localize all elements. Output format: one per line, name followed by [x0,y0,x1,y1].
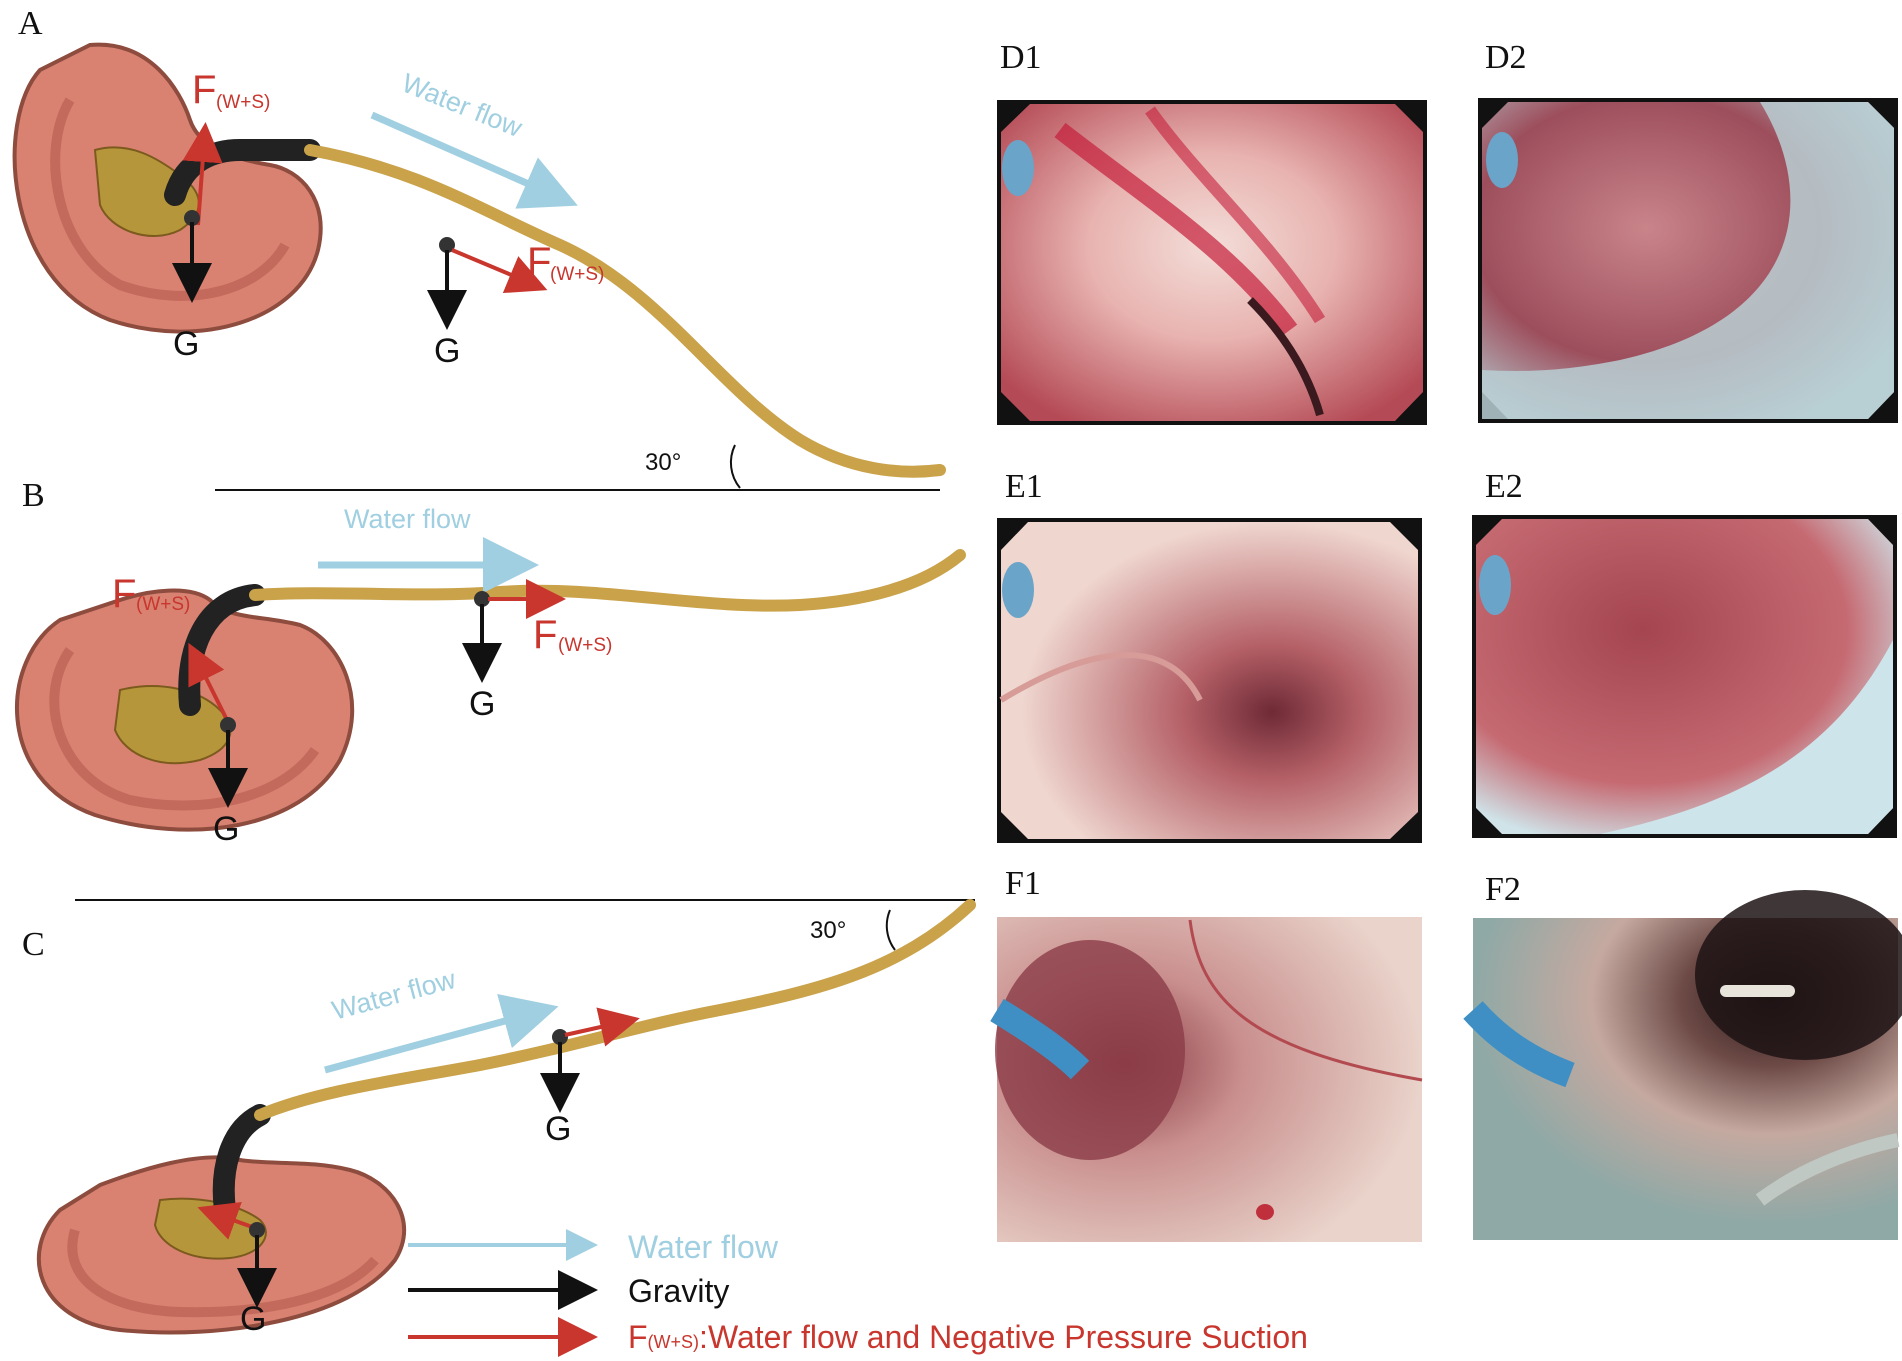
scope-c [212,899,976,1221]
gravity-label-b-tube: G [469,685,495,723]
angle-arc-a [729,444,741,489]
force-arrow-c-tube [564,1007,640,1047]
panel-label-d2: D2 [1485,39,1527,76]
mass-point-b-tube [474,591,490,607]
water-flow-arrow-a [370,111,578,209]
force-label-a-kidney: F [192,68,216,112]
mass-point-a-kidney [184,210,200,226]
force-label-b-kidney: F [112,572,136,616]
legend-force-main: F [628,1319,648,1355]
endoscopic-image-f2 [1463,890,1902,1240]
panel-label-d1: D1 [1000,39,1042,76]
legend-gravity-label: Gravity [628,1273,729,1309]
mass-point-a-tube [439,237,455,253]
gravity-label-a-tube: G [434,332,460,370]
force-arrow-b-kidney [188,642,230,723]
mass-point-c-kidney [249,1222,265,1238]
water-flow-arrow-c [324,994,559,1074]
force-sub-b-kidney: (W+S) [136,594,190,615]
panel-label-c: C [22,926,45,963]
force-arrow-a-kidney [182,122,223,226]
gravity-label-a-kidney: G [173,325,199,363]
mass-point-b-kidney [220,717,236,733]
endoscopic-image-d2 [1478,98,1898,423]
endoscopic-image-e1 [997,518,1422,843]
panel-label-f1: F1 [1005,865,1041,902]
endoscopic-image-d1 [997,100,1427,425]
endoscopic-image-e2 [1472,515,1897,838]
panel-label-b: B [22,477,45,514]
force-sub-b-tube: (W+S) [558,635,612,656]
panel-label-e2: E2 [1485,468,1523,505]
legend-force-sub: (W+S) [648,1332,700,1352]
force-label-b-tube: F [533,613,557,657]
angle-label-a: 30° [645,449,681,476]
force-sub-a-kidney: (W+S) [216,92,270,113]
gravity-label-c-tube: G [545,1110,571,1148]
panel-label-e1: E1 [1005,468,1043,505]
water-flow-label-b: Water flow [344,504,471,534]
mass-point-c-tube [552,1029,568,1045]
legend: Water flow Gravity F(W+S):Water flow and… [408,1229,1308,1357]
gravity-label-b-kidney: G [213,810,239,848]
gravity-label-c-kidney: G [240,1300,266,1338]
water-flow-label-c: Water flow [329,964,459,1026]
angle-arc-c [885,909,896,951]
angle-label-c: 30° [810,917,846,944]
legend-water-flow-label: Water flow [628,1229,779,1265]
force-arrow-a-tube [451,248,548,294]
force-sub-a-tube: (W+S) [550,264,604,285]
panel-label-a: A [18,5,43,42]
force-arrow-c-kidney [197,1202,256,1240]
legend-force-desc: :Water flow and Negative Pressure Suctio… [699,1319,1308,1355]
force-label-a-tube: F [527,240,551,284]
endoscopic-image-f1 [990,917,1423,1242]
panel-label-f2: F2 [1485,871,1521,908]
legend-force-label: F(W+S):Water flow and Negative Pressure … [628,1319,1308,1355]
